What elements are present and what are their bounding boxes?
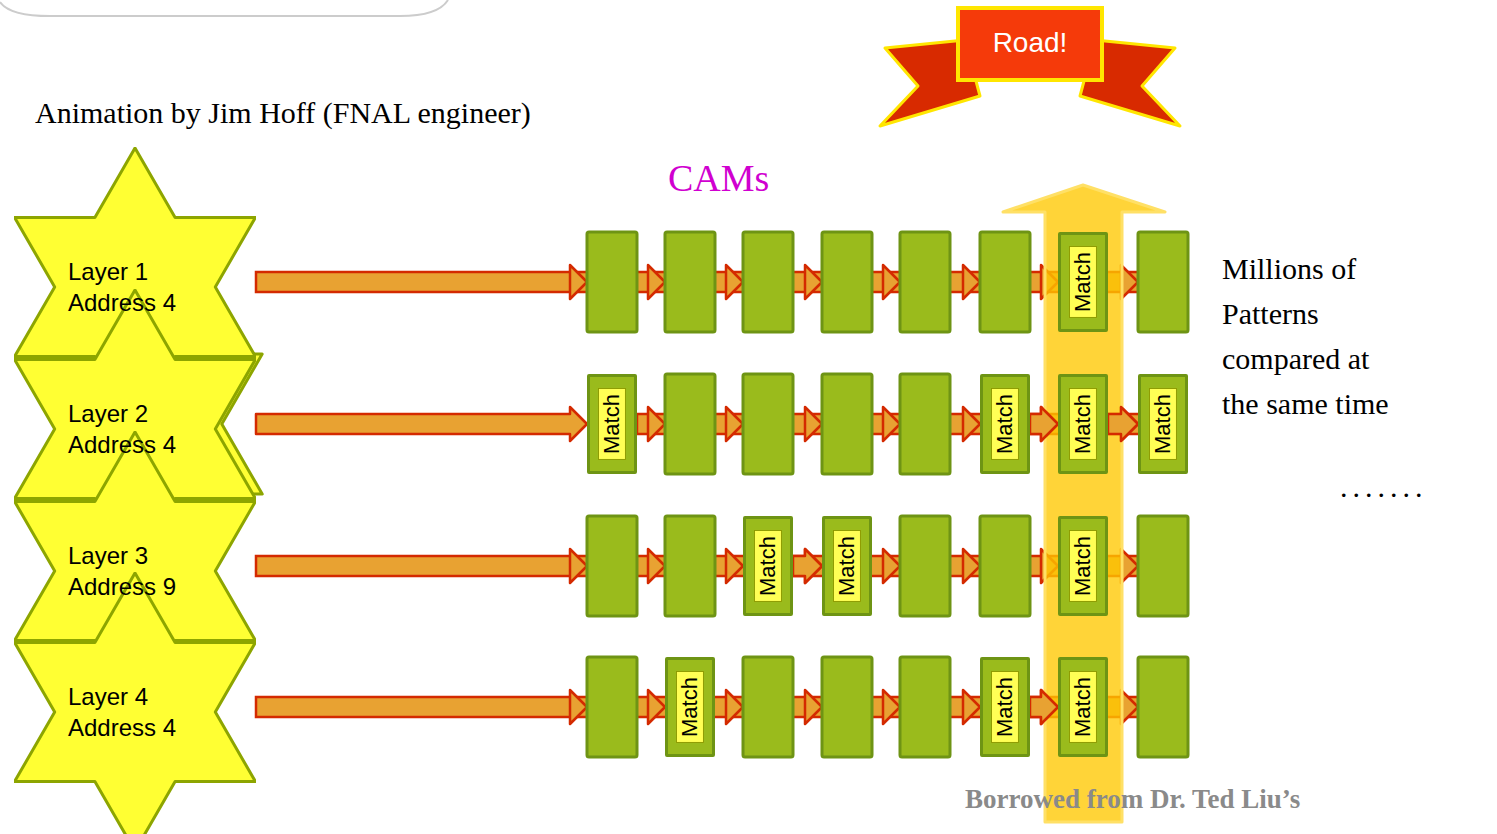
label-box: Millions of Patterns compared at the sam… xyxy=(1222,246,1400,426)
layer-star: Layer 4 Address 4 xyxy=(14,572,256,834)
arrow-head xyxy=(883,690,900,724)
cam-cell xyxy=(587,232,637,332)
cam-cell xyxy=(900,657,950,757)
cam-match-cell: Match xyxy=(980,374,1030,474)
match-text: Match xyxy=(1149,388,1177,460)
arrow-head xyxy=(805,265,822,299)
search-arrow xyxy=(1030,690,1058,724)
arrow-head xyxy=(726,407,743,441)
cam-match-cell: Match xyxy=(587,374,637,474)
label-box: Borrowed from Dr. Ted Liu’s xyxy=(965,784,1300,815)
cam-cell xyxy=(822,657,872,757)
row-arrows xyxy=(256,272,1140,717)
cam-match-cell: Match xyxy=(1138,374,1188,474)
cam-cell xyxy=(900,232,950,332)
star-outline xyxy=(15,573,256,834)
arrow-head xyxy=(570,265,587,299)
arrow-head xyxy=(648,549,665,583)
arrow-head xyxy=(963,265,980,299)
note-text: CAMs xyxy=(668,156,769,200)
match-text: Match xyxy=(754,530,782,602)
cam-cell xyxy=(743,657,793,757)
arrow-head xyxy=(648,690,665,724)
cam-cell xyxy=(665,516,715,616)
cam-match-cell: Match xyxy=(822,516,872,616)
banner-band xyxy=(958,8,1102,80)
cam-cell xyxy=(900,516,950,616)
cam-cell xyxy=(1138,516,1188,616)
cam-cell xyxy=(1138,657,1188,757)
cam-match-cell: Match xyxy=(1058,516,1108,616)
arrow-head xyxy=(883,549,900,583)
cam-cell xyxy=(980,516,1030,616)
match-text: Match xyxy=(1069,388,1097,460)
cam-match-cell: Match xyxy=(980,657,1030,757)
label-box: ....... xyxy=(1340,470,1428,504)
cam-cell xyxy=(665,374,715,474)
cam-cell xyxy=(822,232,872,332)
arrow-head xyxy=(570,690,587,724)
search-arrow xyxy=(1108,407,1138,441)
cam-cell xyxy=(822,374,872,474)
cam-match-cell: Match xyxy=(743,516,793,616)
arrow-head xyxy=(805,690,822,724)
match-text: Match xyxy=(991,388,1019,460)
search-arrow xyxy=(793,549,822,583)
cam-cell xyxy=(900,374,950,474)
arrow-head xyxy=(883,407,900,441)
note-text: ....... xyxy=(1340,470,1428,504)
arrow-head xyxy=(726,549,743,583)
match-text: Match xyxy=(1069,246,1097,318)
arrow-head xyxy=(648,407,665,441)
cam-match-cell: Match xyxy=(1058,232,1108,332)
banner-text: Road! xyxy=(993,27,1068,59)
cam-match-cell: Match xyxy=(665,657,715,757)
arrow-head xyxy=(963,407,980,441)
layer-address: Layer 2 Address 4 xyxy=(68,398,188,460)
banner-shape xyxy=(870,0,1190,130)
cam-match-cell: Match xyxy=(1058,657,1108,757)
note-text: Borrowed from Dr. Ted Liu’s xyxy=(965,784,1300,815)
match-text: Match xyxy=(833,530,861,602)
arrow-head xyxy=(1121,690,1138,724)
label-box: Animation by Jim Hoff (FNAL engineer) xyxy=(35,96,531,130)
road-banner: Road! xyxy=(870,0,1190,130)
arrow-head xyxy=(883,265,900,299)
arrow-head xyxy=(963,690,980,724)
cam-match-cell: Match xyxy=(1058,374,1108,474)
cam-cell xyxy=(587,657,637,757)
match-text: Match xyxy=(991,671,1019,743)
arrow-head xyxy=(648,265,665,299)
arrow-head xyxy=(570,549,587,583)
arrow-head xyxy=(1121,549,1138,583)
note-text: Millions of Patterns compared at the sam… xyxy=(1222,246,1400,426)
cam-cell xyxy=(980,232,1030,332)
match-text: Match xyxy=(676,671,704,743)
cam-cell xyxy=(1138,232,1188,332)
layer-address: Layer 4 Address 4 xyxy=(68,681,188,743)
label-box: CAMs xyxy=(668,156,769,200)
cam-cell xyxy=(587,516,637,616)
layer-address: Layer 1 Address 4 xyxy=(68,256,188,318)
layer-address: Layer 3 Address 9 xyxy=(68,540,188,602)
arrow-head xyxy=(726,265,743,299)
arrow-head xyxy=(963,549,980,583)
cam-cell xyxy=(665,232,715,332)
note-text: Animation by Jim Hoff (FNAL engineer) xyxy=(35,96,531,130)
search-arrow xyxy=(1030,407,1058,441)
arrow-head xyxy=(1121,265,1138,299)
cam-cell xyxy=(743,374,793,474)
match-text: Match xyxy=(598,388,626,460)
cam-cell xyxy=(743,232,793,332)
match-text: Match xyxy=(1069,671,1097,743)
arrow-head xyxy=(726,690,743,724)
frame-arc xyxy=(0,0,448,16)
match-text: Match xyxy=(1069,530,1097,602)
arrow-head xyxy=(805,407,822,441)
search-arrow xyxy=(256,407,587,441)
